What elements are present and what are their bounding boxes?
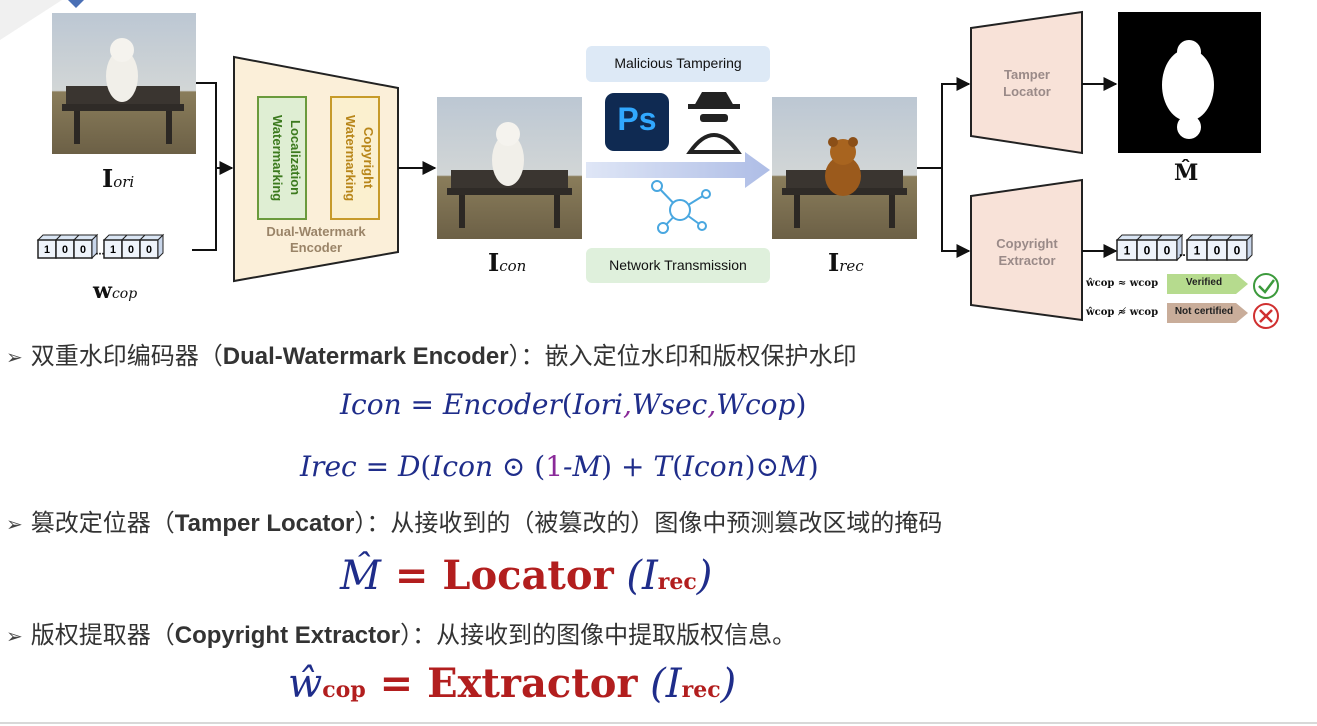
verification-badges [1167, 273, 1279, 329]
photoshop-icon: Ps [617, 101, 657, 137]
bit-value: 1 [110, 244, 116, 256]
malicious-tampering-label: Malicious Tampering [614, 55, 742, 71]
bit-value: 0 [146, 244, 152, 256]
encoder-title: Dual-Watermark Encoder [266, 224, 366, 255]
localization-watermarking-label: Localization Watermarking [270, 114, 303, 202]
not-approx-expression: ŵcop ≉ wcop [1086, 307, 1159, 318]
tamper-locator-label: Tamper Locator [1003, 67, 1051, 99]
w-cop-label: wcop [93, 278, 138, 304]
bit-value: 0 [1164, 243, 1171, 257]
bullet-extractor: ➢版权提取器（Copyright Extractor）：从接收到的图像中提取版权… [6, 621, 797, 649]
equation-reconstruction: Irec = D(Icon ⊙ (1-M) + T(Icon)⊙M) [300, 450, 819, 483]
bit-value: 1 [1194, 243, 1201, 257]
bit-ellipsis: ... [1179, 245, 1189, 259]
bit-cell-side [1176, 233, 1183, 262]
i-con-label: Icon [488, 248, 527, 277]
network-icon [651, 180, 711, 234]
copyright-watermarking-label: Copyright Watermarking [343, 114, 376, 202]
container-image [437, 97, 582, 239]
bottom-divider [0, 722, 1317, 724]
bit-value: 0 [62, 244, 68, 256]
bit-value: 0 [80, 244, 86, 256]
i-ori-label: Iori [102, 164, 135, 193]
hacker-icon [686, 92, 742, 154]
bullet-arrow-icon: ➢ [6, 512, 23, 536]
bullet-arrow-icon: ➢ [6, 345, 23, 369]
bit-value: 0 [1144, 243, 1151, 257]
attack-channel [586, 46, 770, 283]
predicted-mask [1118, 12, 1261, 153]
corner-decoration [0, 0, 84, 40]
i-rec-label: Irec [828, 248, 864, 277]
bullet-locator: ➢篡改定位器（Tamper Locator）：从接收到的（被篡改的）图像中预测篡… [6, 509, 943, 537]
copyright-extractor-label: Copyright Extractor [996, 236, 1058, 268]
bit-value: 0 [1234, 243, 1241, 257]
dual-watermark-encoder [233, 55, 399, 283]
equation-locator: M̂ = Locator (Irec) [340, 552, 713, 599]
bit-cell-side [91, 233, 98, 260]
bit-value: 0 [1214, 243, 1221, 257]
bit-value: 1 [1124, 243, 1131, 257]
network-transmission-label: Network Transmission [609, 257, 747, 273]
bit-ellipsis: ... [96, 245, 105, 257]
bit-cell-side [157, 233, 164, 260]
copyright-extractor-block [970, 178, 1083, 322]
bit-cell-side [1246, 233, 1253, 262]
approx-expression: ŵcop ≈ wcop [1086, 278, 1159, 289]
verified-badge: Verified [1185, 277, 1223, 288]
received-image [772, 97, 917, 239]
original-image [52, 13, 196, 154]
bit-value: 0 [128, 244, 134, 256]
bullet-encoder: ➢双重水印编码器（Dual-Watermark Encoder）：嵌入定位水印和… [6, 342, 857, 370]
bit-value: 1 [44, 244, 50, 256]
tamper-locator-block [970, 10, 1083, 155]
not-certified-badge: Not certified [1174, 306, 1234, 317]
bullet-arrow-icon: ➢ [6, 624, 23, 648]
equation-extractor: ŵcop = Extractor (Irec) [288, 660, 737, 707]
equation-encoder: Icon = Encoder(Iori,Wsec,Wcop) [340, 388, 807, 421]
m-hat-label: M̂ [1174, 160, 1199, 186]
connectors [192, 77, 1118, 258]
